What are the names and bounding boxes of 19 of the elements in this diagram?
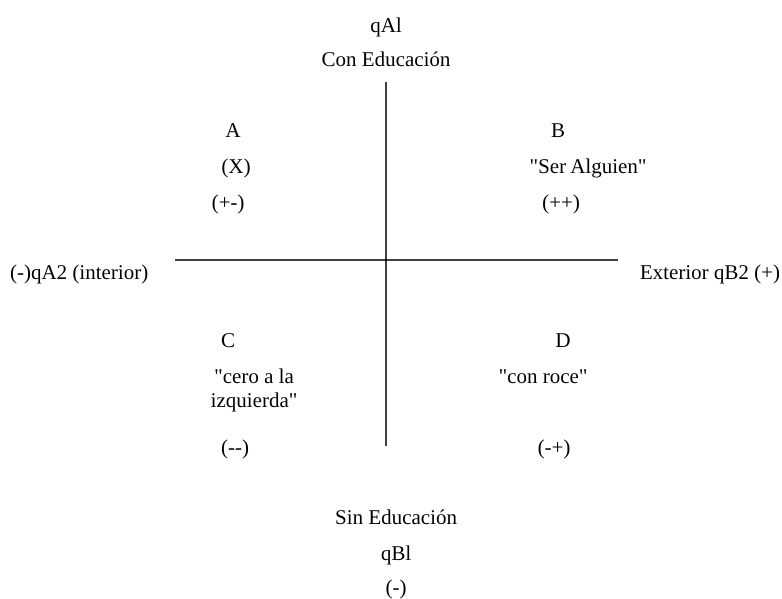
quadrant-letter: C (221, 328, 235, 352)
axis-label: qBl (380, 541, 412, 565)
axis-label: (-)qA2 (interior) (10, 260, 148, 284)
quadrant-label: "Ser Alguien" (530, 154, 646, 178)
quadrant-label: "con roce" (498, 364, 588, 388)
sign-label: (+-) (212, 190, 244, 214)
quadrant-label: "cero a la izquierda" (210, 364, 298, 412)
sign-label: (++) (542, 190, 580, 214)
axis-label: Sin Educación (335, 505, 457, 529)
axis-label: Exterior qB2 (+) (640, 260, 780, 284)
sign-label: (-+) (538, 435, 570, 459)
axis-label: qAl (370, 13, 402, 37)
quadrant-letter: A (225, 118, 241, 142)
quadrant-letter: D (555, 328, 571, 352)
axis-label: (-) (386, 575, 406, 599)
quadrant-letter: B (551, 118, 565, 142)
quadrant-label: (X) (221, 154, 251, 178)
sign-label: (--) (221, 435, 249, 459)
axis-label: Con Educación (322, 47, 450, 71)
